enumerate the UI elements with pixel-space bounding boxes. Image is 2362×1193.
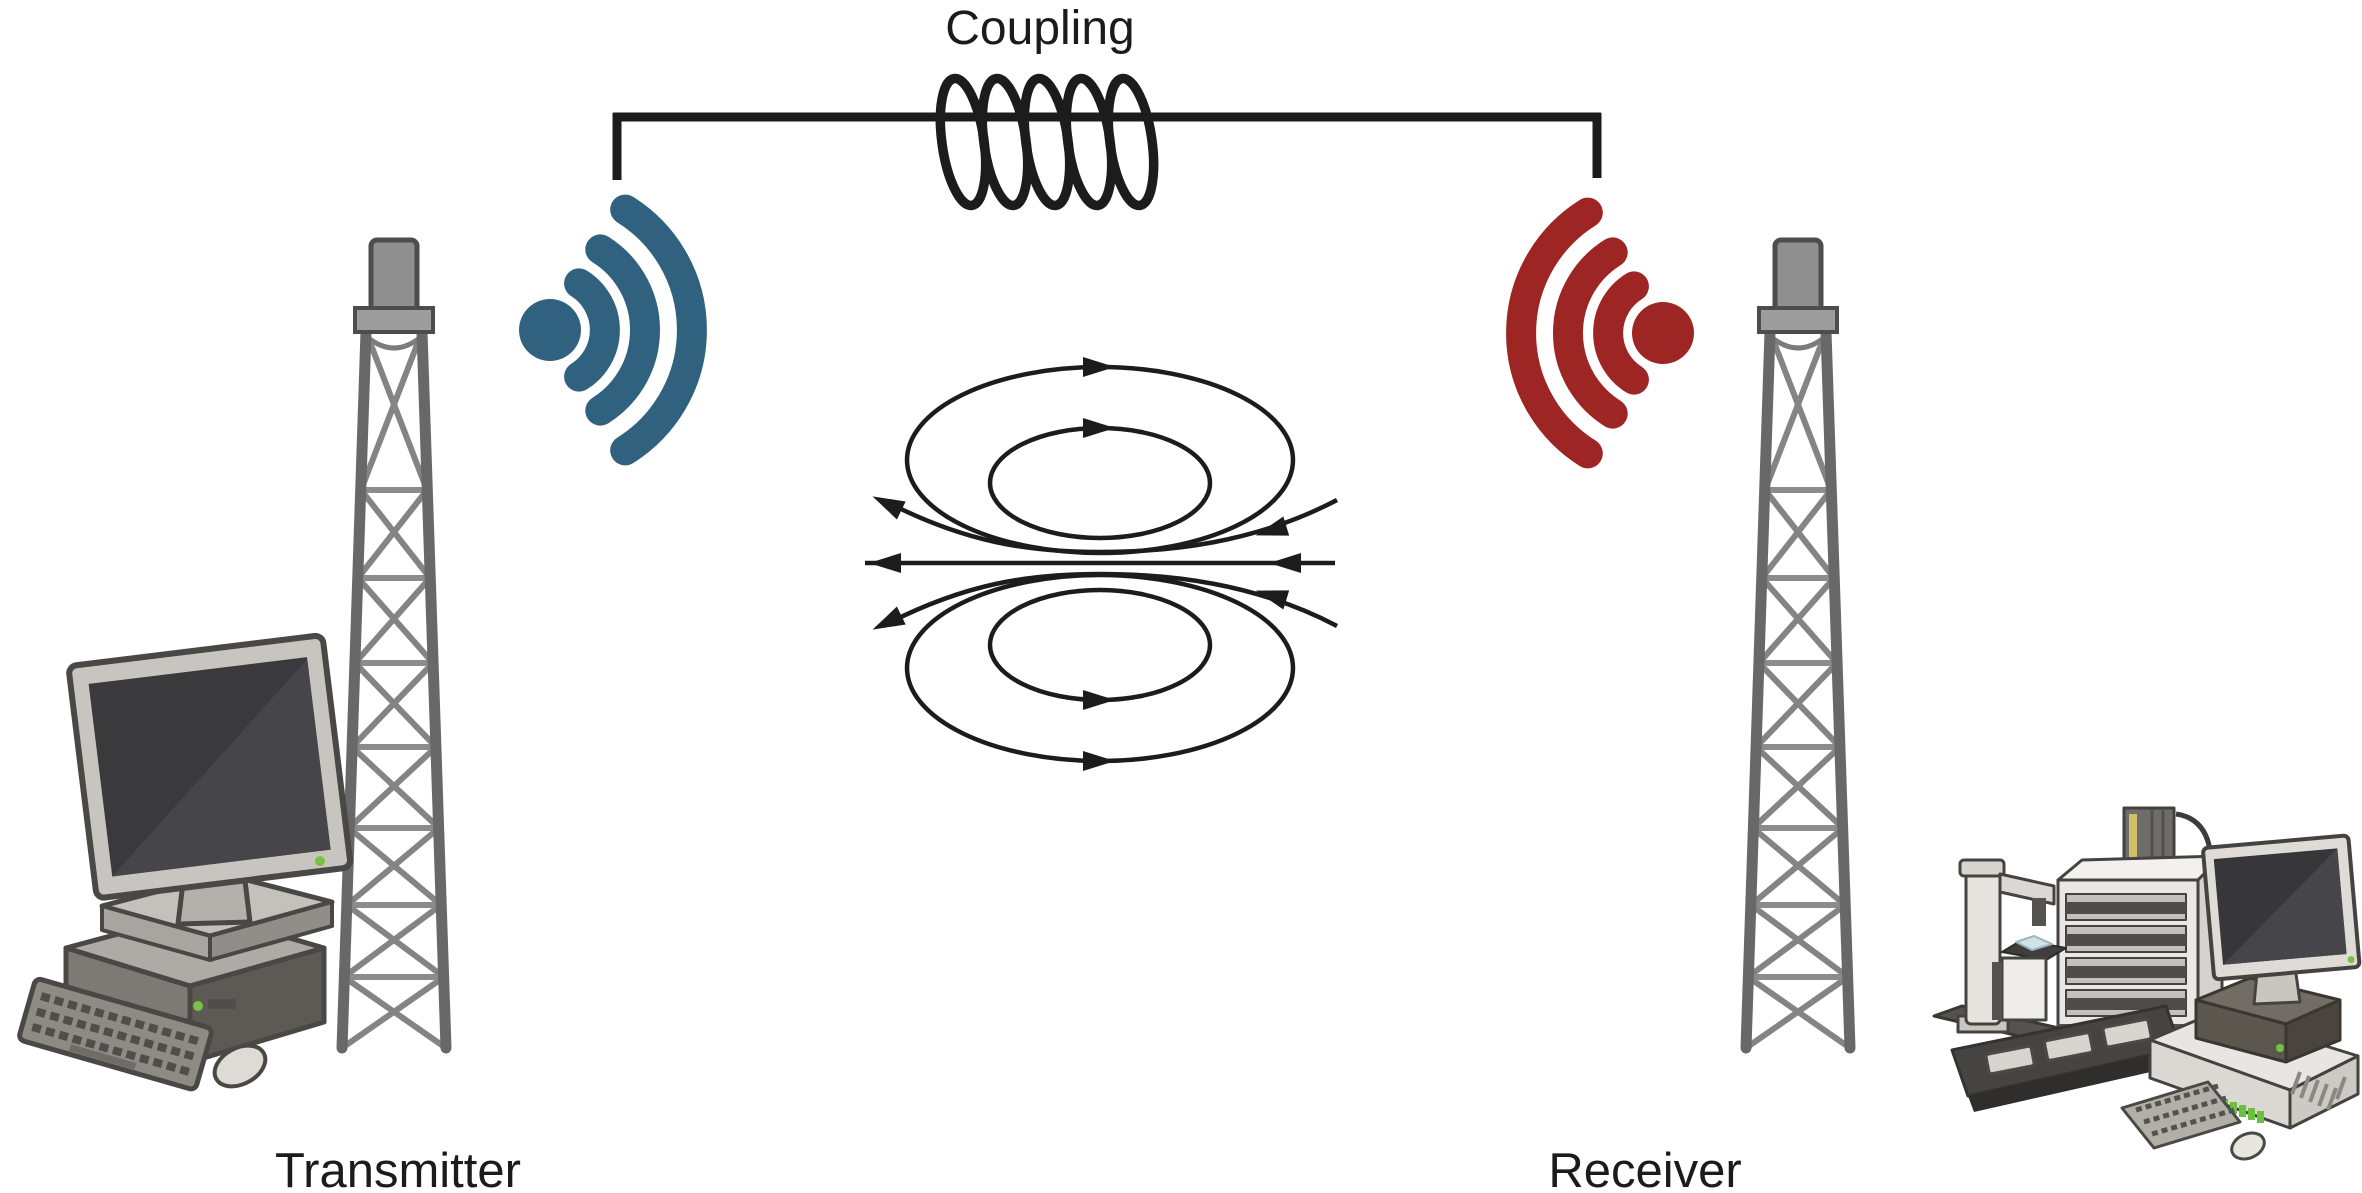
- transmitter-label: Transmitter: [275, 1144, 521, 1193]
- transmitter-computer-icon: [17, 632, 354, 1092]
- rack-trays: [2065, 893, 2187, 1017]
- receiver-label: Receiver: [1548, 1144, 1741, 1193]
- signal-arc-1: [564, 268, 620, 392]
- receiver-workstation-icon: [1932, 806, 2362, 1161]
- monitor: [66, 632, 354, 901]
- receiver-signal-icon: [1506, 197, 1694, 469]
- keyboard: [17, 976, 214, 1092]
- signal-dot: [1632, 302, 1694, 364]
- magnetic-field-lines-icon: [865, 357, 1339, 771]
- monitor-led: [314, 856, 325, 867]
- signal-dot: [519, 299, 581, 361]
- keyboard: [2120, 1080, 2242, 1150]
- signal-arc-3: [1506, 197, 1603, 469]
- console-vents: [2290, 1071, 2347, 1111]
- signal-arc-3: [610, 194, 707, 466]
- signal-arc-1: [1593, 271, 1649, 395]
- mouse: [212, 1043, 268, 1089]
- power-led: [193, 1001, 203, 1011]
- signal-arc-2: [1552, 237, 1628, 429]
- coupling-link: [612, 73, 1602, 211]
- transmitter-tower-icon: [342, 240, 446, 1048]
- coupling-label: Coupling: [945, 2, 1134, 55]
- microplates: [1984, 1017, 2153, 1076]
- mouse: [2230, 1131, 2266, 1161]
- coil-icon: [935, 73, 1159, 211]
- receiver-tower-icon: [1746, 240, 1850, 1048]
- monitor: [2201, 833, 2362, 982]
- transmitter-signal-icon: [519, 194, 707, 466]
- signal-arc-2: [585, 234, 661, 426]
